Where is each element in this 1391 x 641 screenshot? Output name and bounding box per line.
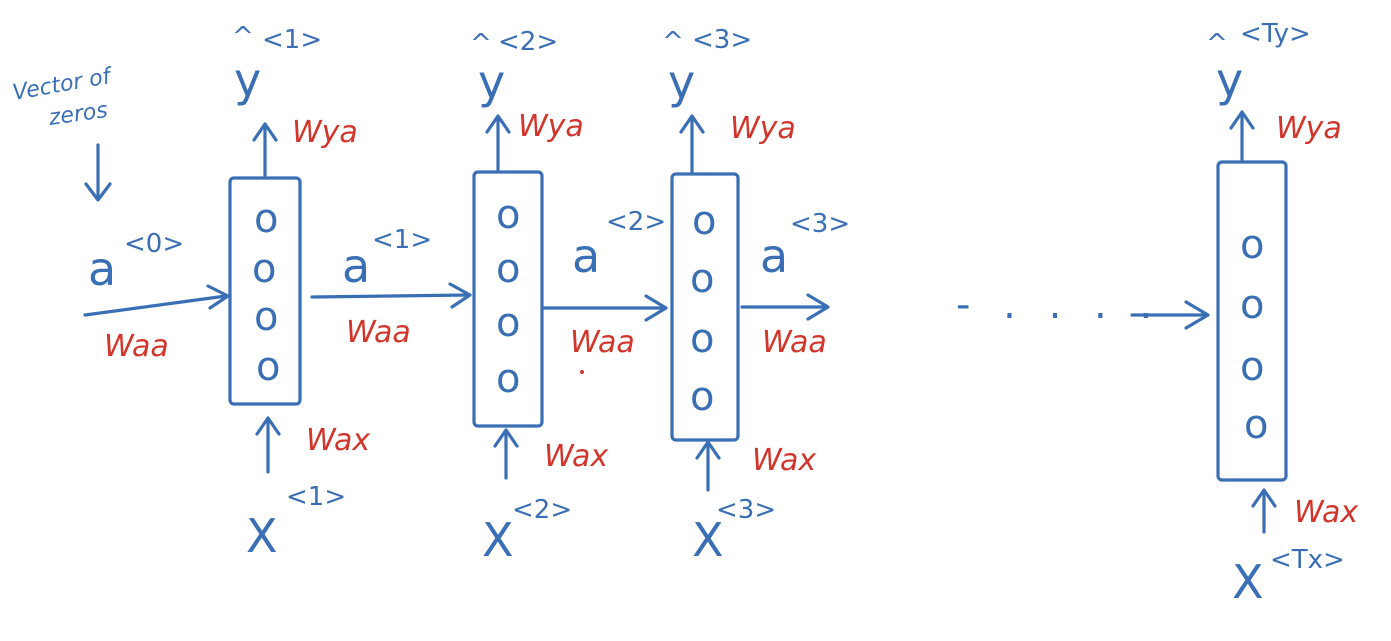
step-1: o o o o ^ y <1> Wya Wax X <1> a <1> Waa <box>228 22 472 563</box>
y1-hat: ^ <box>232 22 254 52</box>
x3-sup: <3> <box>716 495 776 525</box>
cell-1-unit-2: o <box>252 246 276 292</box>
y3-hat: ^ <box>662 27 684 57</box>
step-3: o o o o ^ y <3> Wya Wax X <3> a <3> Waa <box>662 25 850 567</box>
cell-final-unit-3: o <box>1240 344 1264 390</box>
a3-arrow <box>740 293 830 321</box>
y1-sup: <1> <box>262 25 322 55</box>
w-aa-3: Waa <box>762 325 827 360</box>
note-line-2: zeros <box>46 98 109 131</box>
y-final-sup: <Ty> <box>1240 19 1311 49</box>
x2-arrow <box>493 428 519 480</box>
a0-symbol: a <box>88 242 116 296</box>
x2-symbol: X <box>482 513 514 567</box>
x1-sup: <1> <box>286 482 346 512</box>
w-ax-2: Wax <box>544 439 608 474</box>
cell-3-unit-1: o <box>692 198 716 244</box>
a0-sup: <0> <box>124 229 184 259</box>
x3-arrow <box>695 440 721 492</box>
a1-arrow <box>310 282 472 309</box>
y3-symbol: y <box>668 55 695 109</box>
x1-symbol: X <box>246 509 278 563</box>
cell-1 <box>228 176 302 406</box>
y1-symbol: y <box>234 53 261 107</box>
x-final-arrow <box>1251 488 1277 534</box>
step-2: o o o o ^ y <2> Wya Wax X <2> a <2> Waa <box>470 27 668 567</box>
y-final-arrow <box>1229 110 1255 162</box>
cell-1-unit-3: o <box>254 294 278 340</box>
x1-arrow <box>255 416 281 474</box>
w-ya-3: Wya <box>730 111 796 146</box>
a3-sup: <3> <box>790 209 850 239</box>
y-final-symbol: y <box>1216 53 1243 107</box>
cell-3-unit-4: o <box>690 374 714 420</box>
a2-symbol: a <box>572 229 600 283</box>
y2-arrow <box>485 114 511 172</box>
cell-3 <box>670 172 740 442</box>
final-input-arrow <box>1130 300 1210 330</box>
cell-2-unit-4: o <box>496 356 520 402</box>
cell-3-unit-3: o <box>690 316 714 362</box>
red-dot <box>580 370 584 374</box>
x-final-sup: <Tx> <box>1270 545 1345 575</box>
x-final-symbol: X <box>1232 555 1264 609</box>
note-down-arrow <box>84 143 112 202</box>
y2-symbol: y <box>478 55 505 109</box>
cell-2-unit-2: o <box>496 246 520 292</box>
cell-2-unit-1: o <box>496 192 520 238</box>
cell-1-unit-1: o <box>254 196 278 242</box>
cell-1-unit-4: o <box>256 344 280 390</box>
y3-arrow <box>679 114 705 174</box>
a2-arrow <box>542 294 668 322</box>
y2-hat: ^ <box>470 29 492 59</box>
cell-final-unit-4: o <box>1244 402 1268 448</box>
ellipsis: - . . . . <box>956 282 1162 328</box>
w-ya-1: Wya <box>292 115 358 150</box>
w-aa-2: Waa <box>570 325 635 360</box>
a1-symbol: a <box>342 239 370 293</box>
y-final-hat: ^ <box>1206 29 1228 59</box>
a0-arrow <box>83 284 230 317</box>
a3-symbol: a <box>760 229 788 283</box>
cell-final <box>1216 160 1288 482</box>
y2-sup: <2> <box>498 27 558 57</box>
cell-3-unit-2: o <box>690 256 714 302</box>
x3-symbol: X <box>692 513 724 567</box>
w-ax-3: Wax <box>752 443 816 478</box>
y1-arrow <box>252 122 278 178</box>
w-ya-2: Wya <box>518 109 584 144</box>
step-final: o o o o ^ y <Ty> Wya Wax X <Tx> <box>1206 19 1358 609</box>
cell-2-unit-3: o <box>496 300 520 346</box>
w-ya-final: Wya <box>1276 111 1342 146</box>
a2-sup: <2> <box>606 207 666 237</box>
w-ax-1: Wax <box>306 423 370 458</box>
w-aa-0: Waa <box>104 329 169 364</box>
cell-final-unit-2: o <box>1240 282 1264 328</box>
cell-2 <box>472 170 544 428</box>
cell-final-unit-1: o <box>1240 222 1264 268</box>
w-ax-final: Wax <box>1294 495 1358 530</box>
w-aa-1: Waa <box>346 315 411 350</box>
a1-sup: <1> <box>372 225 432 255</box>
y3-sup: <3> <box>692 25 752 55</box>
x2-sup: <2> <box>512 495 572 525</box>
